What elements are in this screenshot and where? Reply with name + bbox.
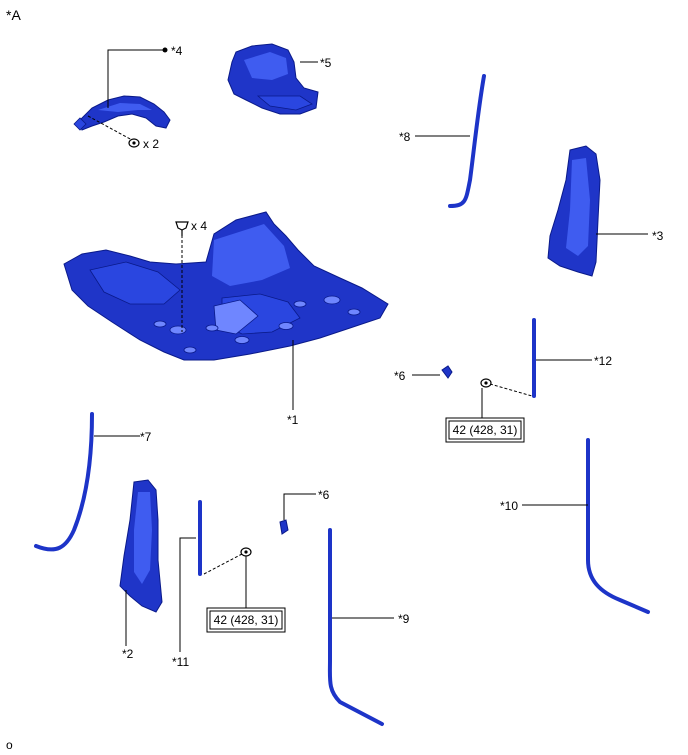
part-2-pillar	[119, 479, 163, 613]
qty-x2: x 2	[143, 137, 159, 151]
part-9-strip	[327, 528, 384, 726]
callout-6-upper: *6	[394, 369, 406, 383]
part-3-pillar	[547, 145, 601, 277]
part-1-floor-carpet	[63, 211, 389, 361]
torque-spec-lower: 42 (428, 31)	[214, 613, 279, 627]
marker-dot-4	[162, 47, 168, 53]
bolt-icon-upper	[480, 378, 492, 388]
clip-icon-x4	[175, 221, 189, 236]
dash-bolt-upper	[489, 383, 533, 397]
clip-icon-x2	[128, 138, 140, 148]
callout-5: *5	[320, 56, 332, 70]
callout-8: *8	[399, 130, 411, 144]
part-6-clip-upper	[441, 365, 453, 379]
callout-10: *10	[500, 499, 518, 513]
part-10-strip	[586, 438, 650, 614]
bolt-icon-lower	[240, 547, 252, 557]
callout-11: *11	[172, 655, 189, 669]
dash-clip-x2	[87, 115, 133, 141]
qty-x4: x 4	[191, 219, 207, 233]
footer-mark: o	[6, 738, 13, 752]
part-8-strip	[448, 74, 486, 208]
leader-4	[107, 49, 163, 108]
part-4-bracket	[73, 95, 171, 131]
leader-6-lower	[283, 493, 316, 520]
torque-box-lower: 42 (428, 31)	[206, 607, 286, 633]
callout-6-lower: *6	[318, 488, 330, 502]
callout-7: *7	[140, 430, 152, 444]
torque-spec-upper: 42 (428, 31)	[453, 423, 518, 437]
diagram-id: *A	[6, 7, 21, 23]
callout-4: *4	[171, 44, 183, 58]
part-5-panel	[227, 43, 319, 115]
callout-3: *3	[652, 229, 664, 243]
part-6-clip-lower	[279, 519, 289, 535]
callout-12: *12	[594, 354, 612, 368]
part-7-strip	[34, 412, 94, 552]
callout-2: *2	[122, 647, 134, 661]
callout-1: *1	[287, 413, 299, 427]
callout-9: *9	[398, 612, 410, 626]
dash-bolt-lower	[203, 553, 243, 575]
leader-11	[179, 537, 196, 652]
torque-box-upper: 42 (428, 31)	[445, 417, 525, 443]
